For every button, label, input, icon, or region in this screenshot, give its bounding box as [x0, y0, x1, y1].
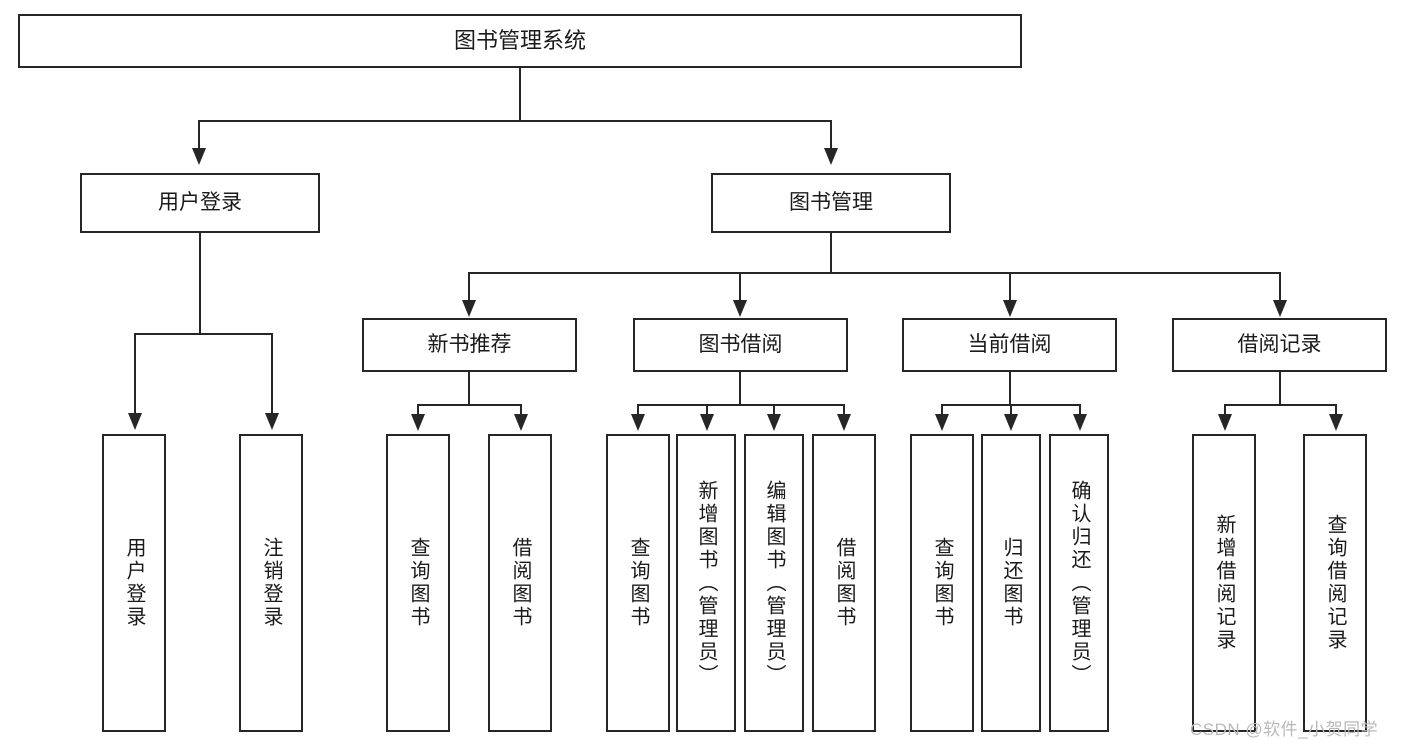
node-label: 归还图书	[1000, 537, 1022, 629]
connector-user-login-stem	[199, 233, 201, 334]
leaf-query-book-2[interactable]: 查询图书	[606, 434, 670, 732]
node-label: 图书借阅	[698, 333, 783, 357]
connector-book-management-stem	[830, 233, 832, 273]
arrow-to-leaf-query-book-2	[631, 414, 645, 431]
node-book-management[interactable]: 图书管理	[711, 173, 951, 233]
connector-drop-book-borrow	[739, 272, 741, 302]
node-label: 查询图书	[407, 537, 429, 629]
connector-drop-leaf-user-login	[134, 333, 136, 415]
leaf-add-book-admin[interactable]: 新增图书（管理员）	[676, 434, 736, 732]
connector-drop-leaf-borrow-book-1	[520, 404, 522, 418]
node-label: 注销登录	[260, 537, 282, 629]
connector-drop-borrow-record	[1279, 272, 1281, 302]
node-label: 借阅图书	[509, 537, 531, 629]
arrow-to-leaf-add-book-admin	[700, 414, 714, 431]
connector-level2-bus	[198, 120, 832, 122]
arrow-to-leaf-edit-book-admin	[767, 414, 781, 431]
connector-drop-leaf-query-borrow-record	[1335, 404, 1337, 418]
arrow-to-leaf-logout-login	[265, 413, 279, 430]
connector-new-book-recommend-bus	[417, 404, 521, 406]
csdn-watermark: CSDN @软件_小贺同学	[1190, 720, 1379, 739]
arrow-to-borrow-record	[1273, 300, 1287, 317]
leaf-borrow-book-1[interactable]: 借阅图书	[488, 434, 552, 732]
connector-drop-leaf-confirm-return-admin	[1079, 404, 1081, 418]
leaf-borrow-book-2[interactable]: 借阅图书	[812, 434, 876, 732]
leaf-query-book-1[interactable]: 查询图书	[386, 434, 450, 732]
node-label: 新增借阅记录	[1213, 514, 1235, 652]
arrow-to-book-borrow	[733, 300, 747, 317]
leaf-query-borrow-record[interactable]: 查询借阅记录	[1303, 434, 1367, 732]
node-label: 借阅图书	[833, 537, 855, 629]
node-book-borrow[interactable]: 图书借阅	[633, 318, 848, 372]
arrow-to-current-borrow	[1003, 300, 1017, 317]
connector-borrow-record-stem	[1279, 372, 1281, 405]
node-label: 新增图书（管理员）	[695, 479, 717, 687]
connector-drop-user-login	[198, 120, 200, 150]
arrow-to-book-management	[824, 148, 838, 165]
node-label: 图书管理	[789, 191, 873, 215]
leaf-logout-login[interactable]: 注销登录	[239, 434, 303, 732]
arrow-to-leaf-confirm-return-admin	[1073, 414, 1087, 431]
node-root-book-management-system[interactable]: 图书管理系统	[18, 14, 1022, 68]
connector-drop-book-management	[830, 120, 832, 150]
leaf-add-borrow-record[interactable]: 新增借阅记录	[1192, 434, 1256, 732]
node-label: 查询借阅记录	[1324, 514, 1346, 652]
node-label: 借阅记录	[1237, 333, 1322, 357]
connector-drop-leaf-query-book-1	[417, 404, 419, 418]
arrow-to-leaf-query-book-3	[935, 414, 949, 431]
connector-root-stem	[519, 68, 521, 121]
leaf-user-login[interactable]: 用户登录	[102, 434, 166, 732]
node-label: 当前借阅	[967, 333, 1052, 357]
leaf-confirm-return-admin[interactable]: 确认归还（管理员）	[1049, 434, 1109, 732]
connector-drop-leaf-borrow-book-2	[843, 404, 845, 418]
node-borrow-record[interactable]: 借阅记录	[1172, 318, 1387, 372]
connector-new-book-recommend-stem	[468, 372, 470, 405]
connector-drop-leaf-add-book-admin	[706, 404, 708, 418]
arrow-to-leaf-borrow-book-1	[514, 414, 528, 431]
node-label: 确认归还（管理员）	[1068, 479, 1090, 687]
arrow-to-leaf-return-book	[1004, 414, 1018, 431]
node-label: 查询图书	[931, 537, 953, 629]
connector-level3-bus	[468, 272, 1279, 274]
connector-borrow-record-bus	[1224, 404, 1336, 406]
connector-book-borrow-bus	[637, 404, 845, 406]
leaf-query-book-3[interactable]: 查询图书	[910, 434, 974, 732]
arrow-to-user-login	[192, 148, 206, 165]
arrow-to-leaf-user-login	[128, 413, 142, 430]
connector-drop-new-book-recommend	[468, 272, 470, 302]
node-new-book-recommend[interactable]: 新书推荐	[362, 318, 577, 372]
node-label: 编辑图书（管理员）	[763, 479, 785, 687]
connector-drop-leaf-query-book-3	[941, 404, 943, 418]
arrow-to-leaf-query-book-1	[411, 414, 425, 431]
connector-drop-leaf-edit-book-admin	[773, 404, 775, 418]
arrow-to-leaf-query-borrow-record	[1329, 414, 1343, 431]
node-label: 用户登录	[123, 537, 145, 629]
connector-drop-current-borrow	[1009, 272, 1011, 302]
node-label: 用户登录	[158, 191, 242, 215]
node-label: 查询图书	[627, 537, 649, 629]
leaf-return-book[interactable]: 归还图书	[981, 434, 1041, 732]
arrow-to-new-book-recommend	[462, 300, 476, 317]
node-label: 图书管理系统	[453, 27, 586, 53]
arrow-to-leaf-borrow-book-2	[837, 414, 851, 431]
connector-drop-leaf-query-book-2	[637, 404, 639, 418]
connector-drop-leaf-logout-login	[271, 333, 273, 415]
connector-user-login-bus	[134, 333, 272, 335]
node-label: 新书推荐	[427, 333, 512, 357]
node-user-login[interactable]: 用户登录	[80, 173, 320, 233]
connector-drop-leaf-add-borrow-record	[1224, 404, 1226, 418]
connector-current-borrow-stem	[1009, 372, 1011, 405]
connector-drop-leaf-return-book	[1010, 404, 1012, 418]
arrow-to-leaf-add-borrow-record	[1218, 414, 1232, 431]
leaf-edit-book-admin[interactable]: 编辑图书（管理员）	[744, 434, 804, 732]
connector-book-borrow-stem	[739, 372, 741, 405]
node-current-borrow[interactable]: 当前借阅	[902, 318, 1117, 372]
